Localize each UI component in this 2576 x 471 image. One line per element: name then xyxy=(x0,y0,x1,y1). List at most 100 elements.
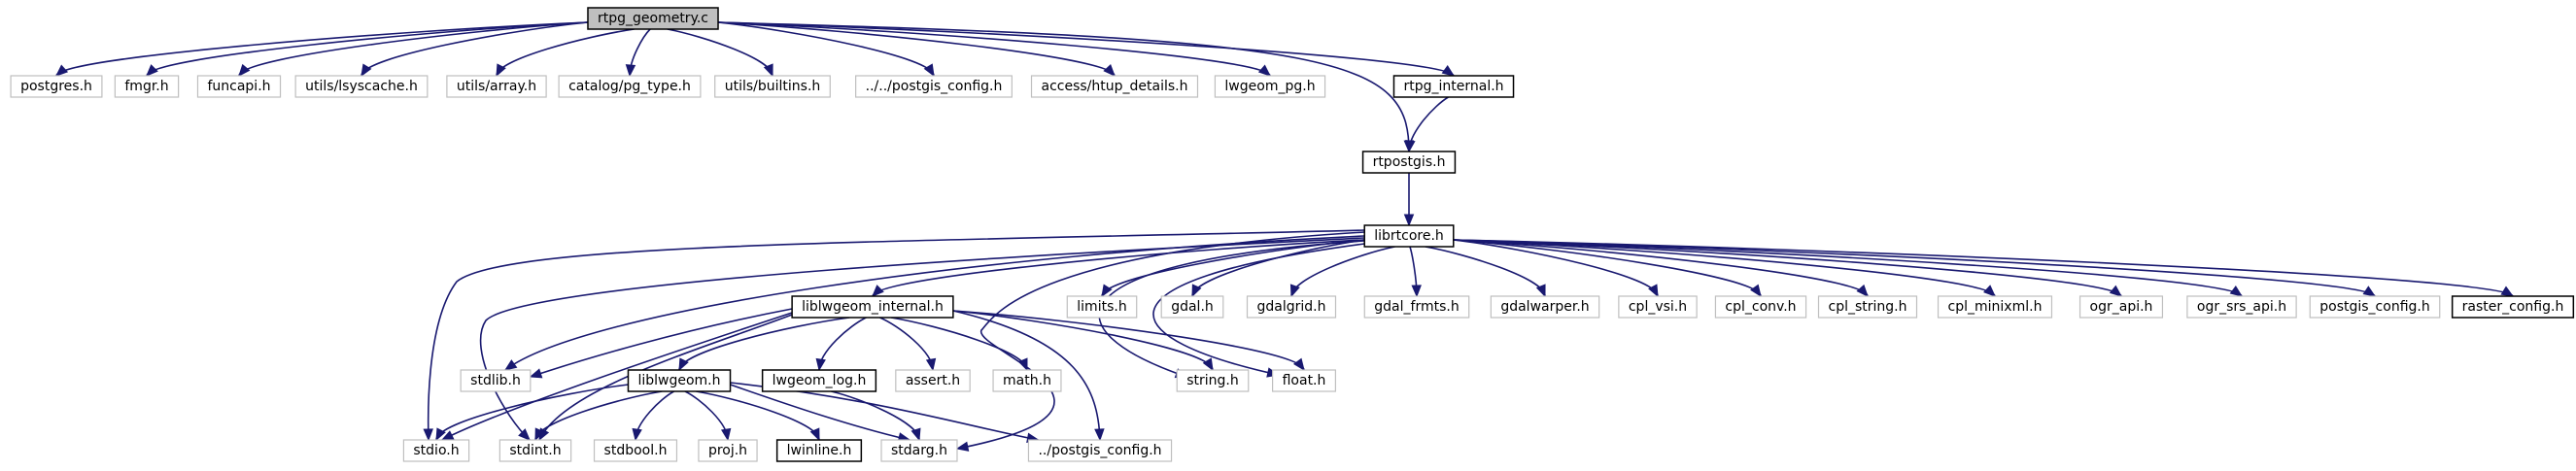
node-label: lwinline.h xyxy=(787,443,852,458)
edge-rtpg-geometry-to-rtpg-internal xyxy=(717,21,1455,77)
edge-librtcore-to-postgis-config-arrowhead xyxy=(2362,286,2377,297)
node-liblwgeom-internal[interactable]: liblwgeom_internal.h xyxy=(791,295,954,319)
node-cpl-string: cpl_string.h xyxy=(1817,295,1918,319)
edge-liblwgeom-internal-to-float xyxy=(952,310,1305,371)
edge-liblwgeom-to-proj-arrowhead xyxy=(720,427,732,442)
node-box xyxy=(1214,75,1326,98)
node-label: stdarg.h xyxy=(891,443,947,458)
edge-librtcore-to-float xyxy=(1152,243,1365,376)
node-label: proj.h xyxy=(708,443,747,458)
node-label: gdal.h xyxy=(1171,299,1214,315)
edge-librtcore-to-gdalgrid xyxy=(1290,246,1395,297)
edge-rtpg-geometry-to-htup-details-arrowhead xyxy=(1103,63,1116,77)
edge-liblwgeom-internal-to-math xyxy=(890,317,1028,371)
node-label: gdal_frmts.h xyxy=(1374,299,1459,315)
node-label: stdlib.h xyxy=(470,373,521,388)
node-label: utils/lsyscache.h xyxy=(305,79,418,94)
edge-librtcore-to-stdarg-arrowhead xyxy=(955,441,970,452)
edge-librtcore-to-cpl-conv xyxy=(1453,239,1762,297)
node-funcapi: funcapi.h xyxy=(196,75,282,98)
node-box xyxy=(114,75,180,98)
node-postgis-config: postgis_config.h xyxy=(2309,295,2441,319)
node-label: librtcore.h xyxy=(1374,228,1444,244)
node-box xyxy=(1246,295,1337,319)
node-stdarg: stdarg.h xyxy=(880,439,958,462)
node-box xyxy=(761,369,877,392)
edge-librtcore-to-cpl-minixml xyxy=(1453,239,1996,297)
edge-lwgeom-log-to-stdarg-arrowhead xyxy=(910,427,921,442)
node-label: gdalwarper.h xyxy=(1500,299,1589,315)
node-float: float.h xyxy=(1272,369,1336,392)
node-liblwgeom[interactable]: liblwgeom.h xyxy=(627,369,732,392)
edge-librtcore-to-postgis-config xyxy=(1453,239,2376,297)
node-label: assert.h xyxy=(906,373,960,388)
node-box xyxy=(880,439,958,462)
node-rtpg-geometry[interactable]: rtpg_geometry.c xyxy=(587,7,719,30)
node-array: utils/array.h xyxy=(446,75,547,98)
edge-librtcore-to-raster-config-arrowhead xyxy=(2500,286,2515,297)
edge-rtpg-geometry-to-fmgr-arrowhead xyxy=(146,64,158,77)
node-label: float.h xyxy=(1283,373,1326,388)
edge-rtpg-geometry-to-postgres-arrowhead xyxy=(55,64,69,77)
node-raster-config[interactable]: raster_config.h xyxy=(2451,295,2575,319)
node-box xyxy=(2309,295,2441,319)
node-rtpostgis[interactable]: rtpostgis.h xyxy=(1361,151,1457,174)
edge-liblwgeom-internal-to-stdio xyxy=(441,312,793,441)
edge-rtpostgis-to-librtcore-arrowhead xyxy=(1403,214,1415,227)
edge-rtpg-geometry-to-builtins xyxy=(667,28,773,77)
edge-librtcore-to-ogr-api xyxy=(1453,239,2122,297)
node-box xyxy=(895,369,971,392)
node-box xyxy=(1363,295,1470,319)
edge-rtpg-geometry-to-lsyscache-arrowhead xyxy=(361,63,372,78)
edge-liblwgeom-internal-to-postgis-config-up1-arrowhead xyxy=(1094,428,1105,442)
node-box xyxy=(1160,295,1224,319)
node-label: cpl_vsi.h xyxy=(1629,299,1687,315)
node-box xyxy=(1272,369,1336,392)
node-gdal: gdal.h xyxy=(1160,295,1224,319)
node-lwgeom-log[interactable]: lwgeom_log.h xyxy=(761,369,877,392)
node-label: postgres.h xyxy=(20,79,92,94)
node-label: stdbool.h xyxy=(604,443,668,458)
edge-librtcore-to-stdlib-arrowhead xyxy=(503,359,518,371)
edge-librtcore-to-gdalwarper-arrowhead xyxy=(1535,284,1546,298)
edge-rtpg-geometry-to-lwgeom-pg-arrowhead xyxy=(1257,64,1271,77)
node-box xyxy=(1490,295,1600,319)
node-lsyscache: utils/lsyscache.h xyxy=(294,75,429,98)
node-label: fmgr.h xyxy=(124,79,168,94)
edge-rtpg-internal-to-rtpostgis xyxy=(1408,96,1449,152)
node-lwinline[interactable]: lwinline.h xyxy=(775,439,863,462)
node-label: liblwgeom.h xyxy=(637,373,720,388)
edge-librtcore-to-stdio-arrowhead xyxy=(423,428,433,442)
node-librtcore[interactable]: librtcore.h xyxy=(1363,224,1455,248)
node-label: access/htup_details.h xyxy=(1042,79,1188,94)
node-box xyxy=(2078,295,2164,319)
edge-rtpg-geometry-to-postgis-config-up2-arrowhead xyxy=(923,63,935,78)
node-rtpg-internal[interactable]: rtpg_internal.h xyxy=(1392,75,1515,98)
node-label: ogr_srs_api.h xyxy=(2197,299,2286,315)
edge-librtcore-to-cpl-string-arrowhead xyxy=(1856,284,1869,297)
edge-rtpg-geometry-to-htup-details xyxy=(717,21,1116,77)
node-box xyxy=(855,75,1013,98)
node-gdalgrid: gdalgrid.h xyxy=(1246,295,1337,319)
edge-liblwgeom-to-stdint xyxy=(534,390,663,441)
edge-liblwgeom-internal-to-float-arrowhead xyxy=(1292,357,1305,372)
node-box xyxy=(587,7,719,30)
edge-rtpg-geometry-to-rtpg-internal-arrowhead xyxy=(1441,65,1456,77)
edge-librtcore-to-gdal-frmts-arrowhead xyxy=(1411,285,1422,298)
node-label: rtpg_internal.h xyxy=(1403,79,1503,94)
node-ogr-srs-api: ogr_srs_api.h xyxy=(2186,295,2297,319)
edge-rtpg-geometry-to-builtins-arrowhead xyxy=(763,63,773,78)
node-label: cpl_minixml.h xyxy=(1948,299,2043,315)
node-box xyxy=(1027,439,1173,462)
edge-liblwgeom-internal-to-string-arrowhead xyxy=(1202,357,1214,372)
node-label: rtpg_geometry.c xyxy=(598,11,708,26)
edge-librtcore-to-limits-arrowhead xyxy=(1101,284,1113,298)
edge-librtcore-to-stdint-arrowhead xyxy=(518,428,531,441)
node-limits: limits.h xyxy=(1066,295,1138,319)
edge-liblwgeom-internal-to-stdlib-arrowhead xyxy=(529,368,543,379)
node-gdal-frmts: gdal_frmts.h xyxy=(1363,295,1470,319)
edge-librtcore-to-ogr-srs-api-arrowhead xyxy=(2229,285,2244,297)
edge-librtcore-to-cpl-minixml-arrowhead xyxy=(1983,285,1996,297)
node-label: ../../postgis_config.h xyxy=(866,79,1003,94)
node-box xyxy=(1363,224,1455,248)
